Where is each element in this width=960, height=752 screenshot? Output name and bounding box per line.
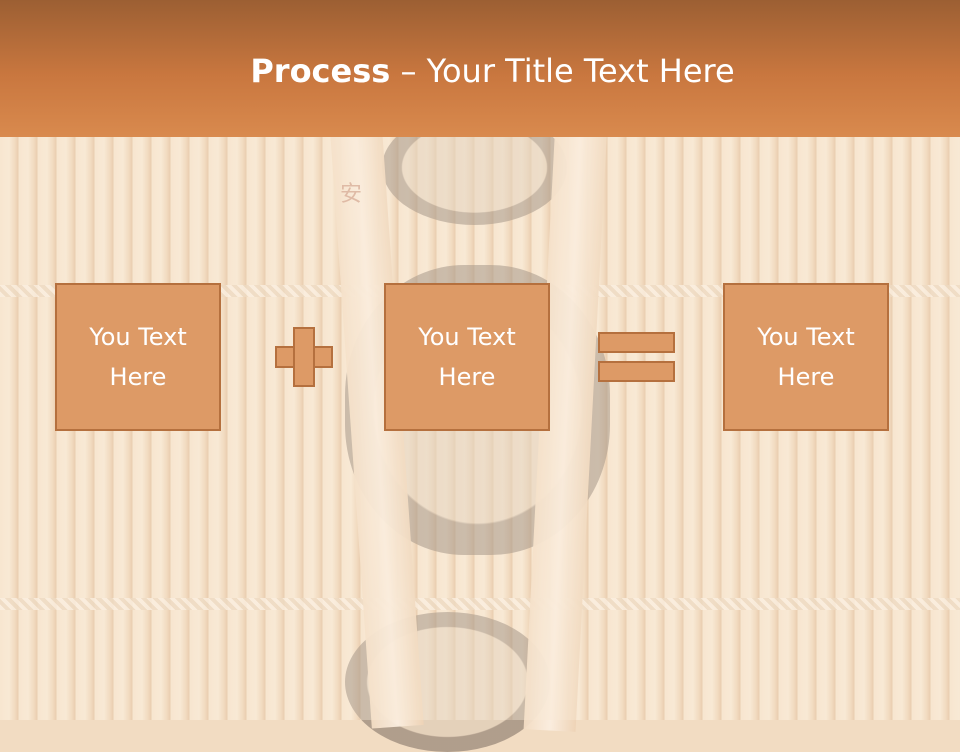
box-text-line: Here (109, 363, 167, 391)
mat-cord (0, 598, 960, 610)
kanji-mark: 安 (340, 182, 363, 207)
equals-icon (598, 332, 675, 353)
title-rest: – Your Title Text Here (390, 52, 735, 90)
slide-title[interactable]: Process – Your Title Text Here (0, 52, 960, 90)
box-text-line: Here (438, 363, 496, 391)
equals-icon (598, 361, 675, 382)
box-text-line: You Text (89, 323, 187, 351)
plus-icon (295, 348, 313, 366)
box-text-line: You Text (757, 323, 855, 351)
title-band (0, 0, 960, 137)
box-text-line: You Text (418, 323, 516, 351)
box-text-line: Here (777, 363, 835, 391)
title-bold: Process (250, 52, 391, 90)
